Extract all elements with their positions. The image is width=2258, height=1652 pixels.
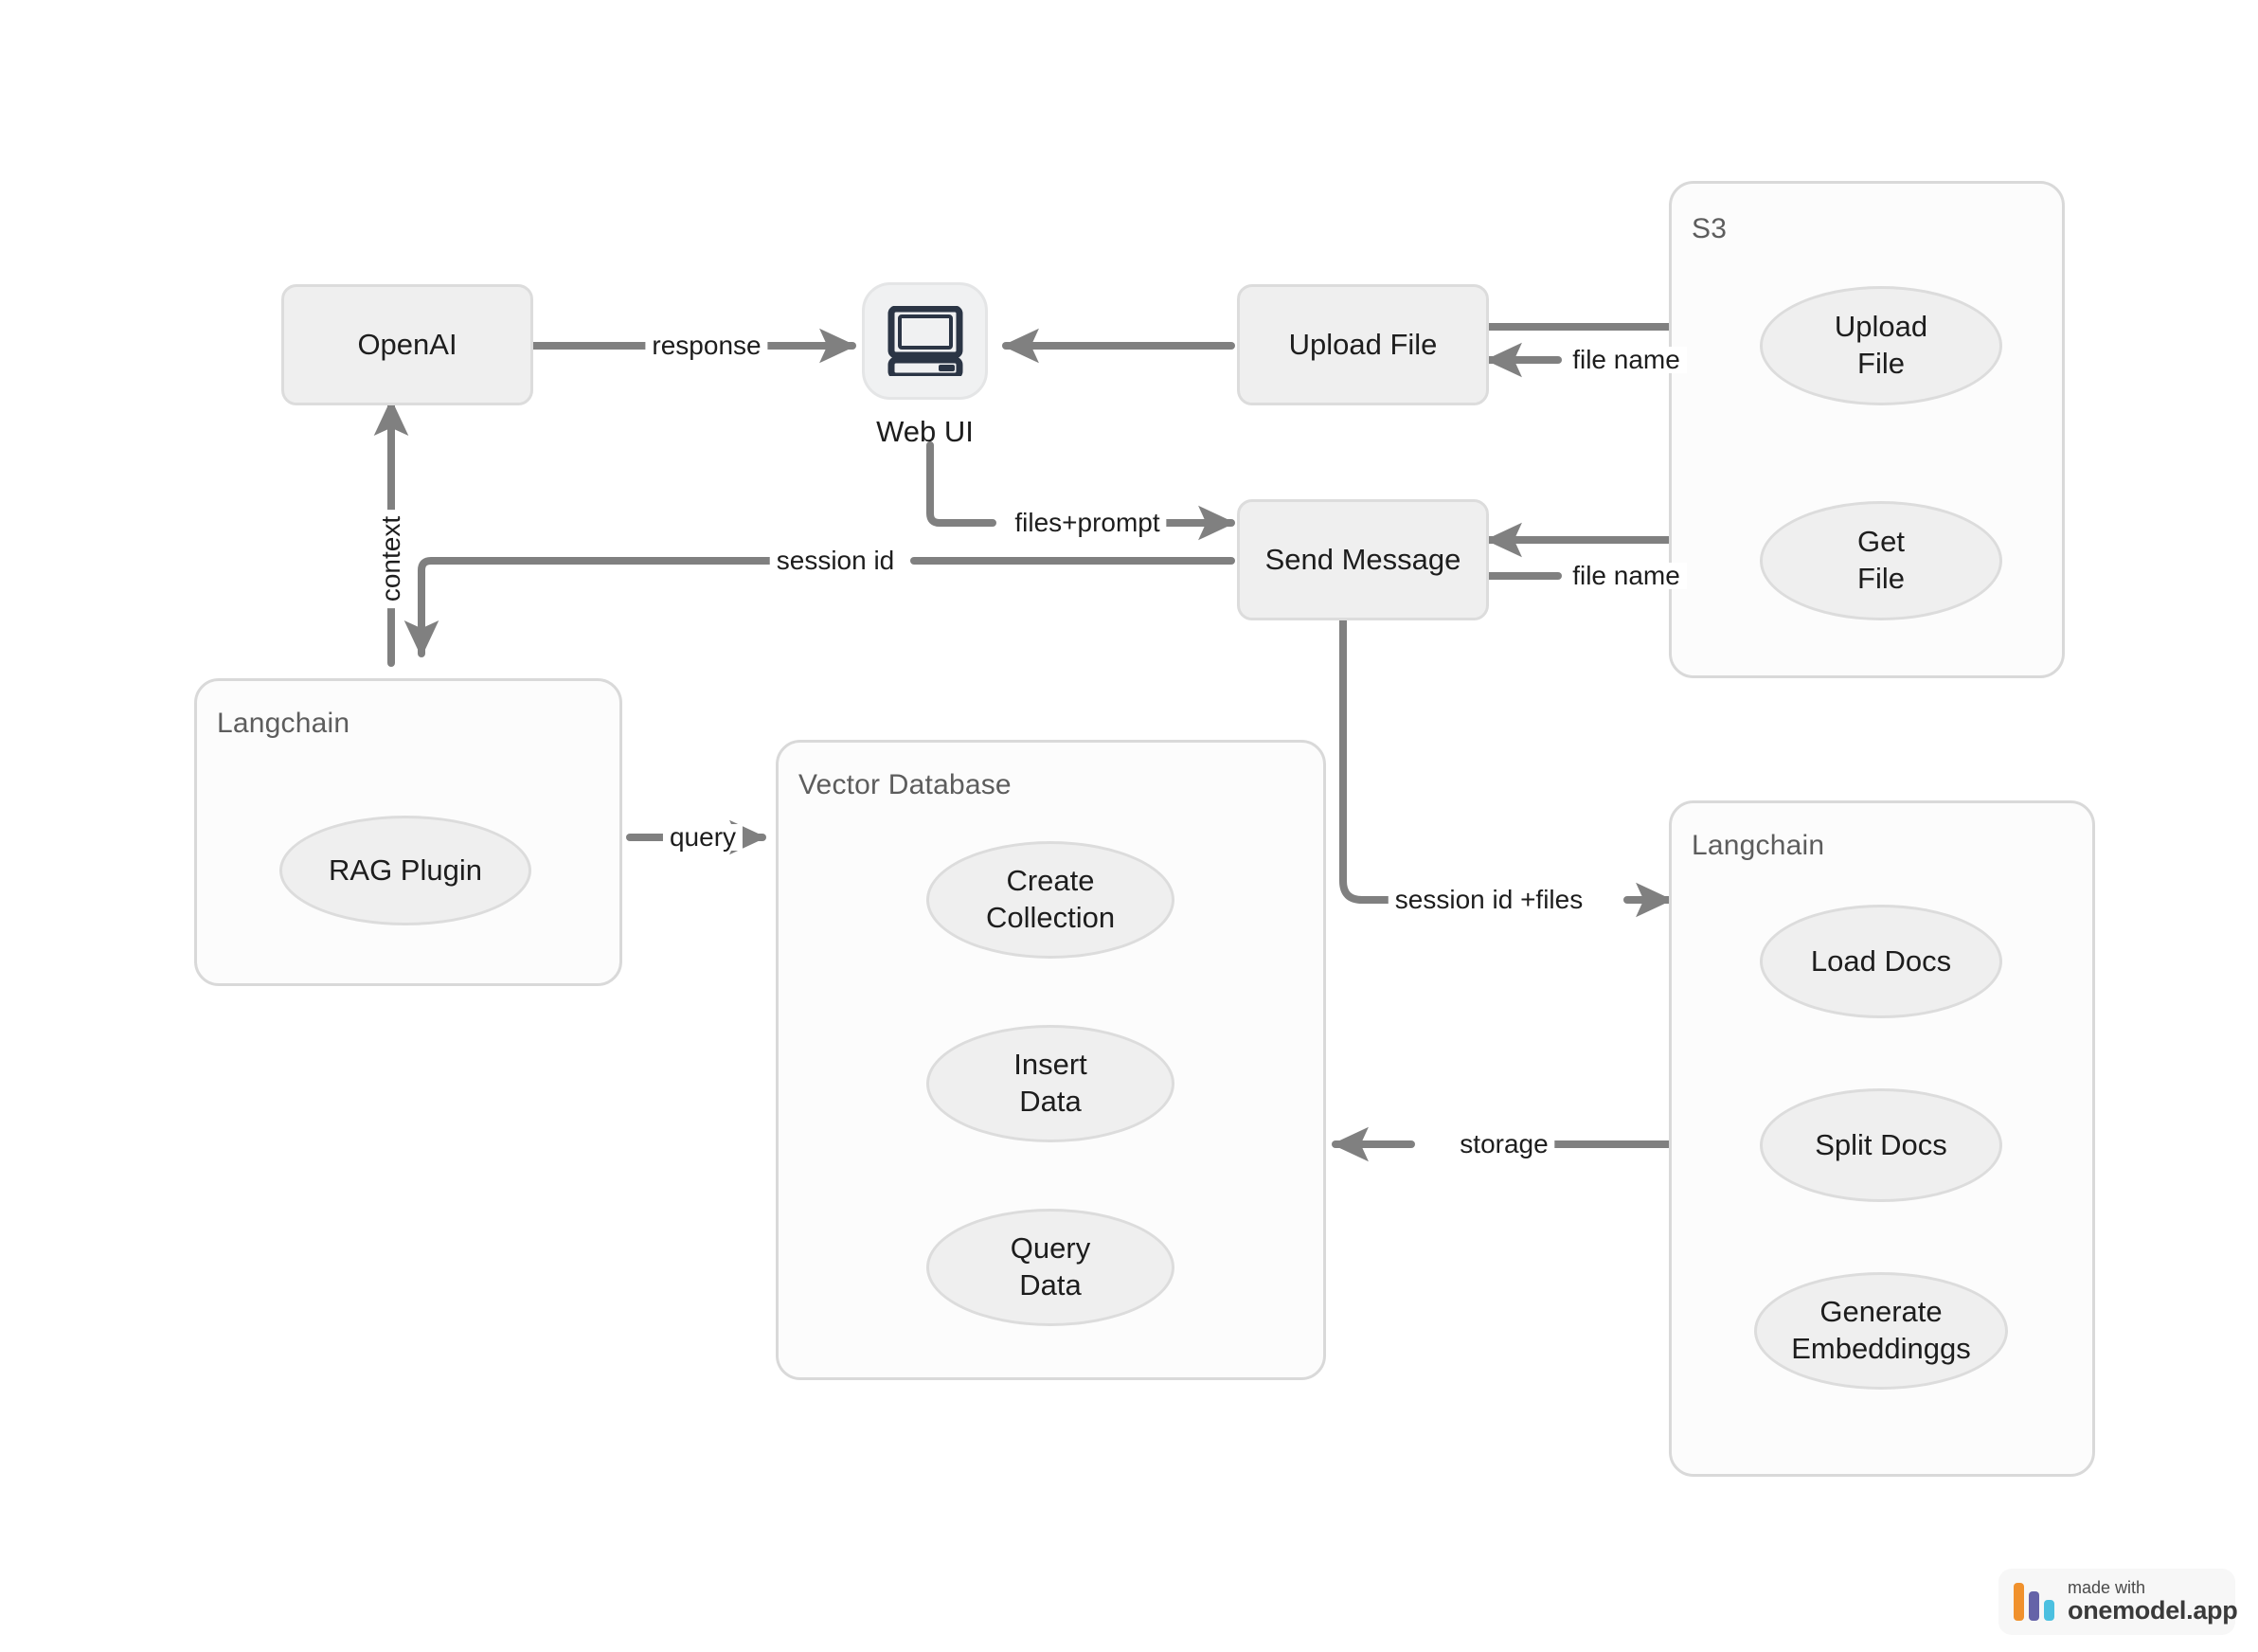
line-1: Insert [1013,1048,1087,1082]
edge-label-file-name-upload: file name [1566,347,1687,373]
line-2: File [1857,347,1905,380]
line-2: File [1857,562,1905,595]
edge-label-files-prompt: files+prompt [1008,510,1167,536]
edge-label-session-id-files: session id +files [1388,887,1590,913]
edge-label-context: context [376,509,405,609]
node-split-docs[interactable]: Split Docs [1760,1088,2002,1202]
node-load-docs[interactable]: Load Docs [1760,905,2002,1018]
edge-label-response: response [645,332,768,359]
line-2: Data [1019,1268,1082,1302]
line-1: Upload [1834,310,1928,344]
watermark-made-with: made with [2068,1578,2146,1598]
node-rag-plugin-label: RAG Plugin [329,853,482,887]
edge-sessionfiles-seg1 [1339,617,1398,904]
node-send-message[interactable]: Send Message [1237,499,1489,620]
line-1: Get [1857,525,1905,559]
group-label-langchain-ingest: Langchain [1692,830,1825,861]
node-load-docs-label: Load Docs [1810,943,1952,978]
line-2: Embeddinggs [1791,1332,1971,1365]
line-2: Data [1019,1085,1082,1118]
node-send-message-label: Send Message [1264,543,1461,577]
watermark-onemodel[interactable]: made with onemodel.app [1998,1569,2238,1635]
line-2: Collection [985,901,1116,934]
node-rag-plugin[interactable]: RAG Plugin [279,816,531,925]
logo-bar-1 [2014,1583,2024,1621]
edge-label-file-name-get: file name [1566,563,1687,589]
line-1: Generate [1819,1295,1943,1329]
node-upload-file[interactable]: Upload File [1237,284,1489,405]
line-1: Create [1006,864,1095,898]
line-1: Query [1010,1231,1091,1266]
logo-bar-2 [2029,1591,2039,1621]
edge-label-query: query [662,824,744,851]
edge-label-storage: storage [1453,1131,1555,1158]
node-web-ui-caption: Web UI [876,415,974,448]
logo-bar-3 [2044,1600,2054,1621]
node-split-docs-label: Split Docs [1815,1127,1947,1161]
node-upload-file-label: Upload File [1288,328,1438,362]
edge-sessionid-seg2 [403,557,787,658]
watermark-text: made with onemodel.app [2068,1578,2238,1625]
watermark-brand: onemodel.app [2068,1596,2238,1625]
node-openai-label: OpenAI [357,328,457,362]
group-label-s3: S3 [1692,213,1728,244]
edge-filesprompt-seg1 [926,441,996,527]
edge-label-session-id: session id [769,548,902,574]
group-label-vector-database: Vector Database [798,769,1012,800]
node-web-ui[interactable] [862,282,988,400]
desktop-computer-icon [887,306,962,376]
group-label-langchain-rag: Langchain [217,708,350,739]
onemodel-logo-icon [2014,1583,2054,1621]
node-openai[interactable]: OpenAI [281,284,533,405]
